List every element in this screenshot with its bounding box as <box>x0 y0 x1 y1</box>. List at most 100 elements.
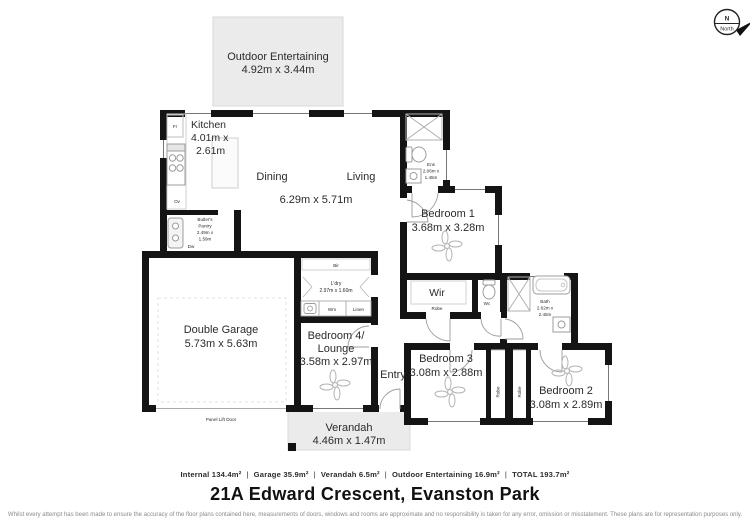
outdoor-entertaining-area: Outdoor Entertaining 4.92m x 3.44m <box>212 16 344 107</box>
toilet-icon <box>405 146 427 163</box>
robes-area: Robe Robe <box>491 349 526 397</box>
wir-area: Wir Robe <box>410 280 467 311</box>
garage-door-label: Panel Lift Door <box>206 417 237 422</box>
kitchen-island <box>211 137 239 189</box>
butlers-line4: 1.59m <box>199 237 212 242</box>
wc-label: Wc <box>484 301 491 306</box>
compass-n: N <box>725 16 730 23</box>
wir-robe-label: Robe <box>432 306 443 311</box>
wir-label: Wir <box>429 287 445 299</box>
bedroom2-dims: 3.08m x 2.89m <box>530 399 603 411</box>
area-garage: Garage 35.9m² <box>253 470 309 479</box>
separator: | <box>313 470 316 479</box>
bedroom3-area: Bedroom 3 3.08m x 2.88m <box>410 353 483 408</box>
bedroom1-area: Bedroom 1 3.68m x 3.28m <box>412 208 485 262</box>
laundry-name: L'dry <box>331 281 342 287</box>
bedroom4-dims: 3.58m x 2.97m <box>300 356 373 368</box>
robe-left-label: Robe <box>496 386 501 397</box>
toilet-icon <box>482 279 496 300</box>
separator: | <box>384 470 387 479</box>
area-verandah: Verandah 6.5m² <box>320 470 380 479</box>
shower-icon <box>507 276 531 312</box>
ens-line2: 2.06m x <box>423 169 440 174</box>
bathtub-icon <box>532 275 571 295</box>
ceiling-fan-icon <box>431 230 463 262</box>
bedroom3-name: Bedroom 3 <box>419 353 473 365</box>
oven-label: Ov <box>174 199 181 204</box>
bedroom4-name-1: Bedroom 4/ <box>308 330 366 342</box>
ensuite-area: Ens 2.06m x 1.45m <box>405 113 443 184</box>
kitchen-area: Fr Ov Kitchen 4.01m x 2.61m <box>166 113 239 210</box>
bedroom2-area: Bedroom 2 3.08m x 2.89m <box>530 355 603 411</box>
kitchen-name: Kitchen <box>191 119 226 131</box>
washing-machine-label: Wm <box>328 307 336 312</box>
north-arrow-icon <box>736 22 750 36</box>
ceiling-fan-icon <box>434 376 466 408</box>
bedroom2-name: Bedroom 2 <box>539 385 593 397</box>
area-total: TOTAL 193.7m² <box>512 470 570 479</box>
laundry-area: L'dry 2.97m x 1.60m Wm Linen <box>300 276 372 317</box>
verandah-name: Verandah <box>325 422 372 434</box>
area-outdoor: Outdoor Entertaining 16.9m² <box>391 470 500 479</box>
ceiling-fan-icon <box>319 369 351 401</box>
entry-label: Entry <box>380 369 406 381</box>
bir-label: Bir <box>333 263 339 268</box>
dishwasher-label: Dw <box>188 244 195 249</box>
garage-area: Double Garage 5.73m x 5.63m Panel Lift D… <box>157 297 287 422</box>
disclaimer-text: Whilst every attempt has been made to en… <box>7 512 743 518</box>
kitchen-dims-1: 4.01m x <box>191 132 229 144</box>
ens-line1: Ens <box>427 162 436 167</box>
linen-label: Linen <box>353 307 365 312</box>
north-compass-icon: N North <box>713 8 750 36</box>
butlers-line3: 2.49m x <box>197 230 214 235</box>
separator: | <box>504 470 508 479</box>
bedroom4-area: Bedroom 4/ Lounge 3.58m x 2.97m <box>300 330 373 401</box>
windows <box>156 110 612 425</box>
property-address: 21A Edward Crescent, Evanston Park <box>210 484 540 504</box>
bedroom1-dims: 3.68m x 3.28m <box>412 222 485 234</box>
stove-icon <box>166 143 186 186</box>
bedroom3-dims: 3.08m x 2.88m <box>410 367 483 379</box>
area-summary: Internal 134.4m² | Garage 35.9m² | Verandah … <box>0 470 750 479</box>
vanity-icon <box>552 316 571 333</box>
wc-area: Wc <box>482 279 496 306</box>
shower-icon <box>405 113 443 141</box>
verandah-area: Verandah 4.46m x 1.47m <box>287 410 411 451</box>
butlers-line2: Pantry <box>198 224 212 229</box>
bath-area: Bath 2.62m x 2.45m <box>507 275 571 333</box>
compass-north: North <box>720 27 733 33</box>
area-internal: Internal 134.4m² <box>180 470 242 479</box>
bath-line3: 2.45m <box>539 312 552 317</box>
laundry-sink-icon <box>303 303 317 314</box>
cabinet-row: Wm Linen <box>300 300 372 317</box>
fridge-label: Fr <box>173 124 178 129</box>
outdoor-name: Outdoor Entertaining <box>227 51 329 63</box>
door-arcs <box>347 192 563 410</box>
living-dining-dims: 6.29m x 5.71m <box>280 194 353 206</box>
bedroom1-name: Bedroom 1 <box>421 208 475 220</box>
fridge-icon <box>166 114 184 138</box>
living-label: Living <box>347 171 376 183</box>
ens-line3: 1.45m <box>425 175 438 180</box>
outdoor-dims: 4.92m x 3.44m <box>242 64 315 76</box>
bedroom4-name-2: Lounge <box>318 343 355 355</box>
dining-label: Dining <box>256 171 287 183</box>
bath-line1: Bath <box>540 299 550 304</box>
bath-line2: 2.62m x <box>537 306 554 311</box>
doorway-jambs <box>302 276 370 298</box>
living-dining-area: Dining Living 6.29m x 5.71m <box>256 171 375 206</box>
laundry-dims: 2.97m x 1.60m <box>319 288 352 294</box>
butlers-pantry-area: Butler's Pantry 2.49m x 1.59m Dw <box>167 217 214 249</box>
separator: | <box>246 470 249 479</box>
garage-dims: 5.73m x 5.63m <box>185 338 258 350</box>
sink-icon <box>167 217 184 249</box>
robe-right-label: Robe <box>517 386 522 397</box>
entry-area: Entry <box>380 369 406 381</box>
kitchen-dims-2: 2.61m <box>196 145 225 157</box>
verandah-dims: 4.46m x 1.47m <box>313 435 386 447</box>
garage-name: Double Garage <box>184 324 259 336</box>
bir-area: Bir <box>301 258 371 271</box>
butlers-line1: Butler's <box>197 217 213 222</box>
